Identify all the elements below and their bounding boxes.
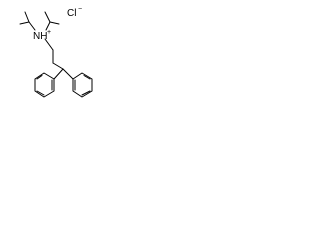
left-isopropyl-methyl-1-bond (19, 21, 30, 25)
right-phenyl-ring (72, 72, 93, 98)
left-phenyl-double-bond-1 (36, 75, 43, 80)
left-phenyl-outline (34, 72, 55, 98)
chloride-charge: − (78, 6, 82, 13)
ammonium-charge: + (47, 29, 51, 36)
chemical-structure-diagram: Cl − NH + (0, 0, 106, 121)
right-phenyl-double-bond-1 (83, 75, 91, 80)
right-isopropyl-methyl-1-bond (44, 11, 51, 23)
chloride-label: Cl (67, 8, 76, 19)
molecule-drawing: Cl − NH + (19, 6, 93, 98)
propyl-to-benzhydryl-bond (52, 62, 64, 70)
right-isopropyl-methyl-2-bond (49, 21, 60, 25)
n-to-left-isopropyl-bond (28, 21, 36, 31)
branch-to-left-phenyl-bond (53, 68, 64, 80)
branch-to-right-phenyl-bond (62, 68, 74, 80)
ammonium-label: NH (33, 31, 47, 42)
n-to-propyl-bond (44, 38, 54, 51)
n-to-right-isopropyl-bond (45, 21, 51, 31)
right-phenyl-outline (72, 72, 93, 98)
left-phenyl-double-bond-2 (36, 90, 45, 96)
right-phenyl-double-bond-2 (81, 90, 91, 96)
left-isopropyl-methyl-2-bond (24, 11, 30, 23)
left-phenyl-ring (34, 72, 55, 98)
